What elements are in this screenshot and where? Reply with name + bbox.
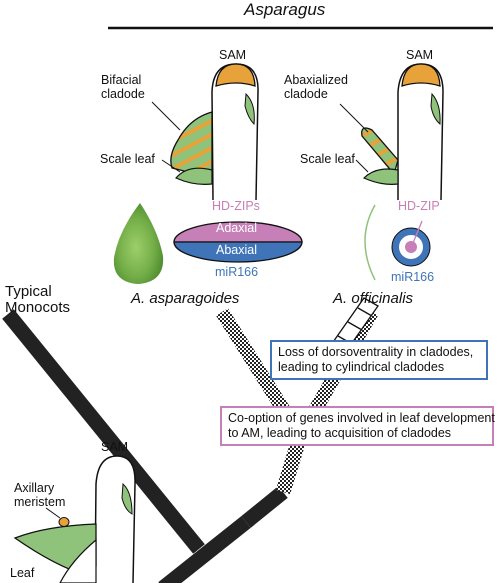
adaxial-label: Adaxial	[216, 221, 257, 235]
branch-typical-monocots	[2, 309, 205, 554]
event-cooption-box: Co-option of genes involved in leaf deve…	[220, 406, 495, 446]
event-dorsoventrality-box: Loss of dorsoventrality in cladodes, lea…	[270, 340, 488, 380]
typical-monocots-label: Typical Monocots	[5, 283, 71, 316]
left-sam-label: SAM	[219, 48, 247, 62]
left-bifacial-cladode	[170, 111, 213, 179]
right-scale-leaf-label: Scale leaf	[300, 152, 355, 166]
right-small-leaf	[430, 92, 441, 126]
adaxial-half	[173, 221, 303, 243]
left-cladode-pointer	[151, 101, 181, 131]
species-officinalis: A. officinalis	[333, 290, 414, 307]
right-sam	[401, 63, 441, 87]
leaf-photo	[113, 203, 164, 284]
right-cladode-arc	[364, 204, 376, 281]
axillary-pointer	[45, 507, 61, 519]
title: Asparagus	[244, 0, 326, 19]
left-scale-pointer	[161, 159, 181, 173]
axillary-meristem	[58, 517, 70, 527]
species-asparagoides: A. asparagoides	[131, 290, 240, 307]
bifacial-cladode-label: Bifacial cladode	[101, 73, 145, 101]
left-scale-leaf	[175, 167, 213, 185]
abaxial-label: Abaxial	[216, 243, 257, 257]
right-scale-leaf	[362, 168, 399, 185]
hd-zip-label: HD-ZIP	[398, 199, 440, 213]
left-sam	[215, 63, 256, 87]
bottom-sheath	[59, 538, 97, 583]
abaxialized-cladode-label: Abaxialized cladode	[284, 73, 348, 101]
leaf-label: Leaf	[10, 566, 35, 580]
bottom-sam-label: SAM	[101, 440, 129, 454]
right-sam-label: SAM	[406, 48, 434, 62]
left-mir166-label: miR166	[215, 265, 259, 279]
left-small-leaf	[244, 92, 255, 126]
right-cladode-pointer	[339, 103, 369, 133]
hd-zips-label: HD-ZIPs	[212, 199, 260, 213]
bottom-shoot	[13, 455, 136, 583]
left-scale-leaf-label: Scale leaf	[100, 152, 155, 166]
right-mir166-label: miR166	[391, 270, 435, 284]
bottom-small-leaf	[121, 482, 133, 515]
bottom-stem	[94, 455, 136, 583]
hdzip-pointer	[412, 220, 423, 244]
right-scale-pointer	[355, 159, 369, 173]
branch-base-upper	[241, 486, 288, 528]
right-shoot	[339, 63, 444, 201]
abaxial-half	[173, 241, 303, 263]
branch-main-stem	[158, 516, 251, 583]
left-shoot	[151, 63, 259, 201]
axillary-meristem-label: Axillary meristem	[14, 481, 66, 509]
right-abaxialized-cladode	[361, 127, 399, 176]
cross-section-core	[405, 241, 417, 253]
